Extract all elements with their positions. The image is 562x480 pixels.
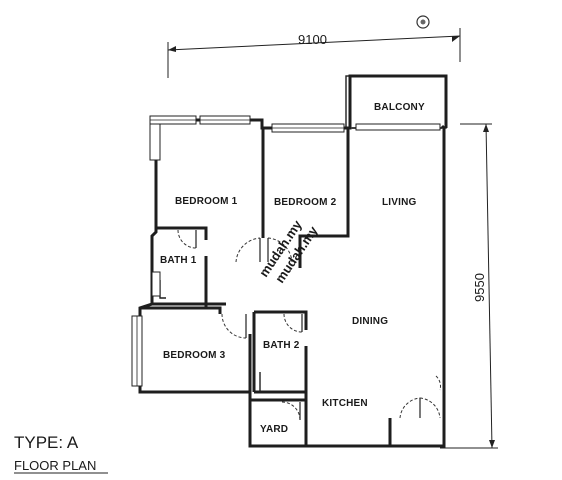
- room-label-kitchen: KITCHEN: [322, 398, 368, 409]
- plan-type-label: TYPE: A: [14, 433, 79, 452]
- room-label-bedroom-2: BEDROOM 2: [274, 197, 337, 208]
- room-label-living: LIVING: [382, 197, 417, 208]
- room-label-balcony: BALCONY: [374, 102, 425, 113]
- window-icon: [131, 115, 441, 387]
- depth-dimension-label: 9550: [472, 273, 487, 302]
- plan-title: FLOOR PLAN: [14, 458, 96, 473]
- width-dimension-label: 9100: [298, 32, 327, 47]
- room-label-yard: YARD: [260, 424, 288, 435]
- room-label-dining: DINING: [352, 316, 388, 327]
- door-swing-icon: [177, 229, 441, 421]
- compass-icon: [416, 15, 430, 29]
- room-label-bedroom-1: BEDROOM 1: [175, 196, 238, 207]
- depth-dimension-line: [440, 123, 498, 449]
- room-label-bath-1: BATH 1: [160, 255, 197, 266]
- width-dimension-line: [167, 28, 461, 78]
- room-label-bath-2: BATH 2: [263, 340, 300, 351]
- interior-walls: [140, 128, 392, 446]
- room-label-bedroom-3: BEDROOM 3: [163, 350, 226, 361]
